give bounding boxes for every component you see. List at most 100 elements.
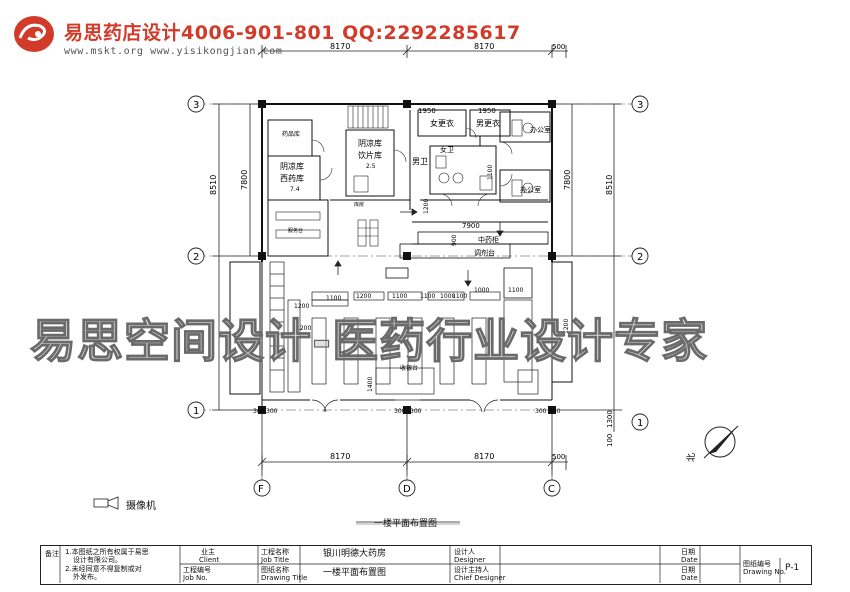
axis-bubble-row-3-right: 3 <box>631 95 649 113</box>
dim-shelf: 1000 <box>474 287 489 294</box>
axis-label: 1 <box>193 406 199 417</box>
axis-label: F <box>258 484 264 495</box>
upper-furniture <box>275 119 534 247</box>
room-label: 男卫 <box>412 157 428 166</box>
brand-title: 易思药店设计4006-901-801 QQ:2292285617 <box>64 22 521 44</box>
dim-locker-a: 1950 <box>418 107 436 115</box>
plan-caption: 一楼平面布置图 <box>374 519 438 529</box>
job-title-cn: 工程名称 <box>261 548 289 556</box>
axis-bubble-col-c: C <box>543 479 561 497</box>
top-dimension-line <box>257 45 568 58</box>
dim-left-mid: 7800 <box>240 170 249 190</box>
sales-floor-shelves <box>269 261 539 395</box>
room-label: 办公室 <box>520 185 541 194</box>
dim-entrance-e: 300 <box>535 408 547 415</box>
dim-bottom-end: 500 <box>552 453 565 461</box>
dim-top-right: 8170 <box>474 42 494 51</box>
dim-shelf: 1100 <box>420 293 435 300</box>
dim-entrance-b: 300 <box>266 408 278 415</box>
dim-right-lower-a: 1300 <box>606 410 614 428</box>
notes-line: 1.本图纸之所有权属于易思 <box>65 548 149 556</box>
notes-label: 备注 <box>45 550 59 558</box>
room-label: 饮片库 <box>358 150 382 160</box>
outer-walls <box>261 103 553 262</box>
notes-line: 2.未经同意不得复制或对 <box>65 565 142 573</box>
designer-en: Designer <box>454 556 486 564</box>
drawing-no-en: Drawing No. <box>743 568 786 576</box>
drawing-no-cn: 图纸编号 <box>743 560 771 568</box>
right-dimension-line <box>552 103 622 432</box>
dim-shelf: 1100 <box>508 287 523 294</box>
room-label: 阴凉库 <box>358 138 382 148</box>
axis-label: 1 <box>637 418 643 429</box>
flow-arrows <box>334 208 504 287</box>
dim-shelf: 1000 <box>440 293 455 300</box>
drawing-title-cn: 图纸名称 <box>261 566 289 574</box>
room-label: 2.5 <box>366 163 376 170</box>
title-block: 备注 1.本图纸之所有权属于易思 设计有限公司。 2.未经同意不得复制或对 外发… <box>40 545 812 585</box>
room-label: 女更衣 <box>430 118 454 128</box>
date-en: Date <box>681 574 698 582</box>
drawing-title-en: Drawing Title <box>261 574 308 582</box>
axis-label: D <box>403 484 411 495</box>
room-label: 药品库 <box>282 130 300 138</box>
room-label: 收银台 <box>400 364 418 372</box>
upper-door-swings <box>311 127 513 207</box>
counters <box>385 231 549 299</box>
axis-bubble-col-f: F <box>253 479 271 497</box>
brand-header: 易思药店设计4006-901-801 QQ:2292285617 www.msk… <box>12 14 572 64</box>
dim-bottom-right: 8170 <box>474 452 494 461</box>
lower-hall-walls <box>229 261 573 410</box>
axis-label: 2 <box>193 252 199 263</box>
dim-right-upper: 8510 <box>605 175 614 195</box>
client-en: Client <box>199 556 220 564</box>
axis-label: 3 <box>637 100 643 111</box>
dim-locker-b: 1950 <box>478 107 496 115</box>
watermark-text: 易思空间设计-医药行业设计专家 <box>29 313 709 368</box>
room-label: 西药库 <box>280 173 304 183</box>
dim-side: 1200 <box>563 319 570 334</box>
room-label: 库房 <box>354 201 364 208</box>
swirl-logo-icon <box>14 16 54 52</box>
dim-top-left: 8170 <box>330 42 350 51</box>
chief-cn: 设计主持人 <box>454 566 489 574</box>
job-title-value: 银川明德大药房 <box>323 549 387 559</box>
job-title-en: Job Title <box>261 556 290 564</box>
bottom-dimension-line <box>257 412 568 476</box>
dim-entrance-d: 300 <box>410 408 422 415</box>
notes-line: 设计有限公司。 <box>73 556 122 564</box>
legend-camera-label: 摄像机 <box>126 501 156 512</box>
room-label: 7.4 <box>290 186 300 193</box>
dim-shelf: 1200 <box>294 303 309 310</box>
date-en: Date <box>681 556 698 564</box>
room-label: 女卫 <box>440 145 454 154</box>
dim-low-1400: 1400 <box>367 377 374 392</box>
title-block-grid <box>59 545 781 583</box>
dim-top-end: 500 <box>552 43 565 51</box>
axis-label: 2 <box>637 252 643 263</box>
client-cn: 业主 <box>201 548 215 556</box>
dim-right-mid: 7800 <box>563 170 572 190</box>
dim-entrance-c: 300 <box>394 408 406 415</box>
drawing-title-value: 一楼平面布置图 <box>323 568 387 578</box>
dim-door-h: 1200 <box>423 199 430 214</box>
compass-label: 北 <box>686 453 697 462</box>
axis-label: 3 <box>193 100 199 111</box>
north-arrow-icon <box>703 425 739 459</box>
drawing-no-value: P-1 <box>785 563 800 573</box>
axis-bubble-row-3-left: 3 <box>187 95 205 113</box>
dim-left-upper: 8510 <box>209 175 218 195</box>
axis-label: C <box>548 484 555 495</box>
dim-counter-h: 900 <box>451 234 458 246</box>
dim-entrance-a: 300 <box>253 408 265 415</box>
dim-door-w: 1100 <box>487 165 494 180</box>
room-label: 阴凉库 <box>280 161 304 171</box>
axis-bubble-row-1-right: 1 <box>631 413 649 431</box>
axis-bubble-row-2-left: 2 <box>187 247 205 265</box>
dim-entrance-f: 300 <box>549 408 561 415</box>
dim-right-lower-b: 100 <box>606 434 614 447</box>
date-cn: 日期 <box>681 566 695 574</box>
room-label: 服务台 <box>288 227 303 234</box>
stairs <box>347 105 389 129</box>
room-label: 男更衣 <box>476 118 500 128</box>
